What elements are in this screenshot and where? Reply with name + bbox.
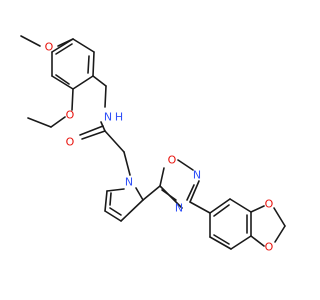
bond [209, 236, 232, 250]
bond [189, 180, 200, 203]
bond [250, 205, 265, 213]
atom-label-nitrogen: N [175, 202, 183, 215]
bond [71, 88, 74, 111]
atom-label-oxygen: O [265, 198, 274, 211]
bonds [20, 35, 286, 250]
atom-label-nitrogen: N [193, 169, 201, 182]
bond [79, 125, 104, 136]
bond [81, 130, 106, 140]
bond [161, 189, 177, 201]
bond [274, 225, 286, 243]
atom-label-oxygen: O [168, 154, 177, 167]
bond [135, 187, 144, 201]
bond [273, 207, 286, 227]
bond [104, 210, 122, 222]
bond [72, 75, 94, 90]
bond [109, 207, 122, 216]
bond [51, 75, 74, 90]
bond [142, 185, 161, 201]
bond [159, 167, 165, 187]
atom-label-nitrogen: N [125, 176, 133, 189]
bond [229, 198, 252, 213]
bond [250, 235, 265, 247]
bond [55, 74, 70, 85]
bond [213, 234, 230, 245]
bond [55, 43, 73, 55]
bond [213, 204, 230, 217]
bond [109, 192, 112, 206]
bond [104, 190, 108, 212]
bond [120, 199, 144, 222]
bond [106, 188, 125, 192]
molecule-structure-diagram: O N H O O N O N N O O [20, 35, 286, 254]
bond [189, 201, 211, 214]
bond [104, 130, 125, 153]
atom-labels: O N H O O N O N N O O [45, 41, 274, 254]
atom-label-oxygen: O [66, 136, 75, 149]
bond [104, 85, 107, 108]
bond [51, 38, 74, 53]
molecule-svg: O N H O O N O N N O O [20, 35, 286, 254]
atom-label-hydrogen: H [115, 111, 123, 124]
bond [27, 117, 52, 128]
bond [92, 75, 107, 87]
atom-label-oxygen: O [265, 241, 274, 254]
bond [87, 55, 90, 74]
bond [177, 159, 194, 171]
bond [72, 38, 95, 53]
bond [186, 184, 195, 201]
bond [123, 151, 131, 176]
atom-label-nitrogen: N [104, 111, 112, 124]
atom-label-oxygen: O [45, 41, 54, 54]
bond [230, 235, 252, 250]
bond [209, 198, 231, 214]
bond [92, 51, 95, 77]
atom-label-oxygen: O [66, 109, 75, 122]
bond [20, 35, 41, 47]
bond [50, 116, 66, 128]
